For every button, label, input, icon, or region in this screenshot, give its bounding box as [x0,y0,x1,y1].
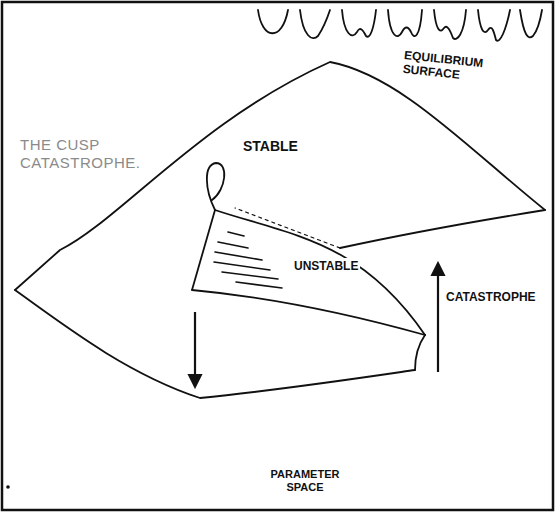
hatch [214,262,270,270]
hatch [215,252,262,260]
unstable-left-edge [192,210,215,290]
surface-back-edge [15,62,545,290]
unstable-lower-edge [192,290,425,335]
surface-label: STABLE [243,138,333,155]
fold-curl [207,163,224,210]
potential-well [388,10,422,36]
hidden-fold-line [235,208,340,248]
surface-label: PARAMETER SPACE [262,468,348,494]
hatching [214,232,282,288]
unstable-upper-edge [215,210,425,335]
potential-well [342,10,376,37]
surface-front-edge [15,290,415,398]
jump-down-arrow [194,312,196,386]
potential-wells [258,10,542,41]
catastrophe-arrow [437,264,439,372]
hatch [222,272,278,279]
potential-well [520,10,542,37]
potential-well [300,10,330,38]
hatch [236,282,282,288]
diagram-title: THE CUSP CATASTROPHE. [20,136,170,172]
surface-label: EQUILIBRIUM SURFACE [402,48,519,89]
hatch [218,242,248,248]
potential-well [434,10,466,39]
surface-label: CATASTROPHE [446,290,550,304]
dot [6,485,10,489]
fold-vertex-edge [415,335,425,370]
equilibrium-surface [15,62,545,398]
potential-well [478,10,510,41]
potential-well [258,10,288,33]
surface-label: UNSTABLE [292,258,360,274]
hatch [228,232,244,236]
fold-front-edge [340,210,545,248]
